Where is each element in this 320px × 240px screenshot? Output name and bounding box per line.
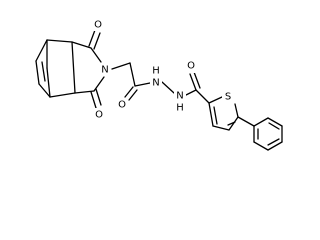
atom-label-o-amide2: O: [187, 61, 195, 72]
bond: [111, 62, 131, 70]
bond: [71, 41, 92, 49]
bond: [228, 116, 239, 131]
bond: [189, 73, 197, 91]
atom-label-o-amide1: O: [118, 100, 126, 111]
bond: [95, 88, 102, 106]
atom-label-h2: H: [176, 103, 184, 114]
bond: [71, 41, 76, 94]
atom-labels: O N O O N H N H O S: [92, 18, 234, 121]
bond: [253, 117, 269, 127]
bond: [74, 90, 95, 94]
bond: [35, 60, 40, 85]
bond: [208, 102, 214, 127]
bond: [124, 86, 134, 98]
bond: [227, 121, 236, 126]
bond: [134, 82, 151, 87]
bond: [129, 62, 136, 87]
bond: [93, 32, 101, 50]
bond: [212, 125, 230, 131]
bond: [213, 106, 218, 125]
bond: [88, 29, 96, 47]
bond: [35, 39, 48, 62]
bond: [234, 103, 239, 118]
bond: [267, 138, 280, 146]
bond: [128, 89, 138, 101]
bond: [267, 141, 283, 151]
bond: [46, 39, 73, 43]
bond: [41, 61, 46, 82]
bond: [208, 96, 223, 104]
bond: [195, 89, 210, 104]
atom-label-n-imide: N: [101, 65, 108, 76]
bond-lines: [35, 29, 283, 151]
bond: [267, 117, 283, 127]
bond: [49, 92, 76, 98]
atom-label-s-thiophene: S: [225, 92, 231, 103]
bond: [268, 122, 280, 130]
bond: [38, 83, 51, 98]
bond: [237, 116, 255, 127]
bond: [90, 91, 97, 109]
atom-label-h1: H: [152, 66, 160, 77]
bond: [253, 141, 269, 151]
bond: [161, 81, 175, 94]
bond: [185, 89, 197, 96]
atom-label-o-bottom: O: [95, 110, 103, 121]
bond: [90, 47, 102, 63]
bond: [46, 67, 51, 98]
atom-label-n-h2: N: [176, 91, 183, 102]
atom-label-n-h1: N: [152, 78, 159, 89]
bond: [193, 71, 201, 89]
atom-label-o-top: O: [94, 20, 102, 31]
molecule-structure: O N O O N H N H O S: [35, 18, 283, 151]
